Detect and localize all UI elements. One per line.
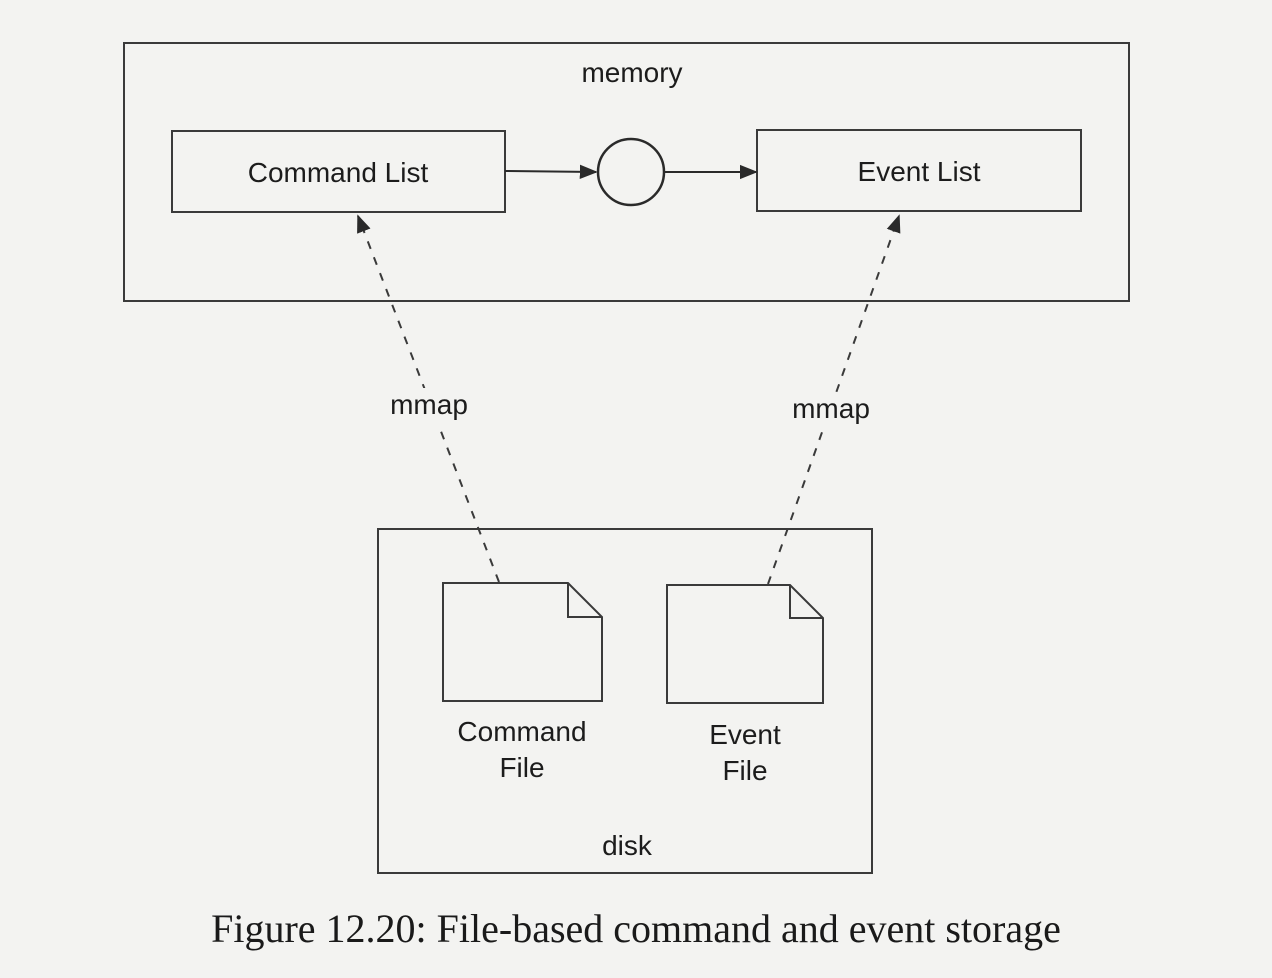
command-file-icon: [442, 582, 603, 702]
command-to-processor-arrow: [504, 164, 598, 180]
memory-label: memory: [581, 57, 682, 88]
figure-caption: Figure 12.20: File-based command and eve…: [211, 906, 1061, 951]
mmap-event-arrow: [767, 214, 901, 585]
mmap-left-label: mmap: [390, 389, 468, 420]
mmap-left-label-bg: [378, 388, 480, 424]
architecture-diagram: memory Command List Event List mmap mmap…: [123, 42, 1130, 874]
memory-container: [123, 42, 1130, 302]
mmap-command-arrow: [357, 214, 500, 583]
command-list-label: Command List: [248, 157, 429, 188]
event-list-label: Event List: [858, 156, 981, 187]
mmap-right-label: mmap: [792, 393, 870, 424]
event-file-label-line2: File: [722, 755, 767, 786]
disk-container: [377, 528, 873, 874]
event-file-icon: [666, 584, 824, 704]
processor-node: [596, 137, 666, 207]
event-file-label-line1: Event: [709, 719, 781, 750]
command-file-label-line2: File: [499, 752, 544, 783]
command-file-label-line1: Command: [457, 716, 586, 747]
disk-label: disk: [602, 830, 653, 861]
mmap-right-label-bg: [780, 392, 882, 428]
